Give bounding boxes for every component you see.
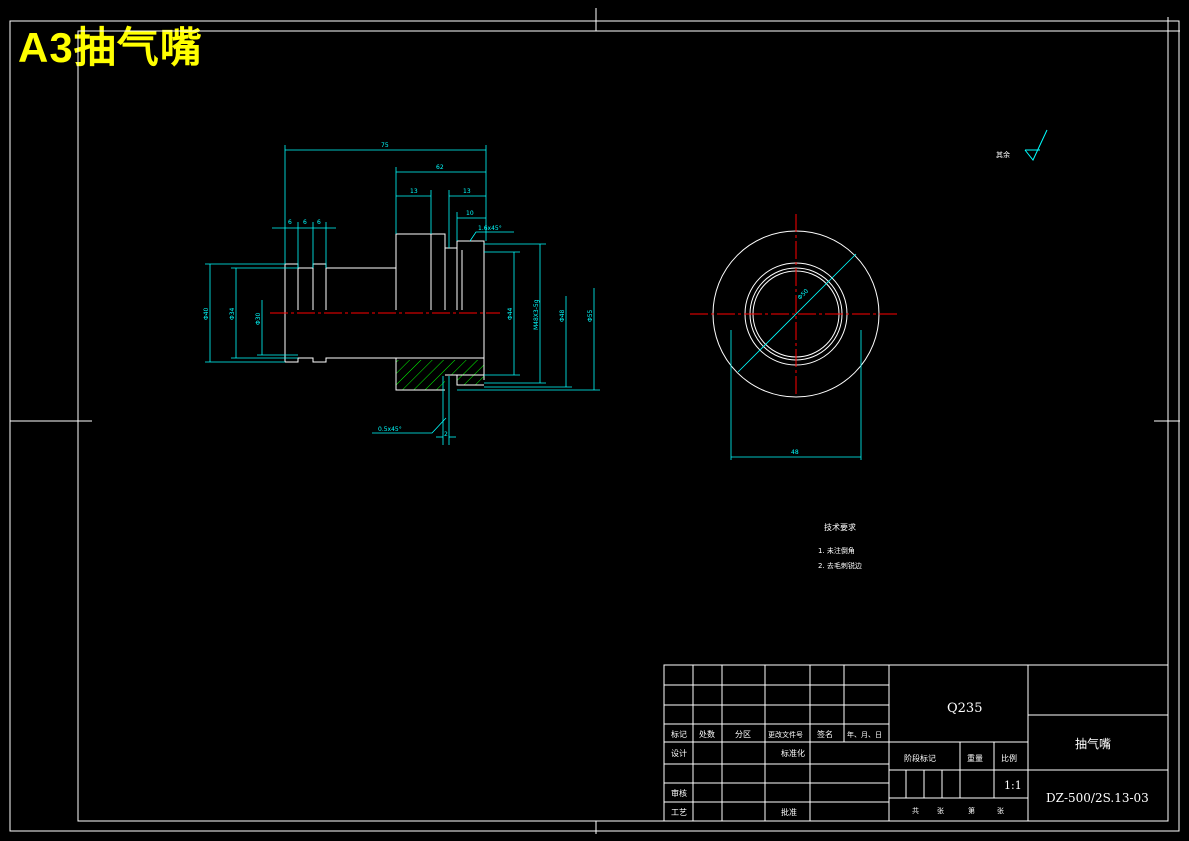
- tb-material: Q235: [947, 701, 982, 716]
- dim-phi55: Φ55: [587, 309, 594, 322]
- dim-thread: M48X3-5g: [533, 299, 540, 330]
- tb-label-sign: 签名: [817, 729, 833, 739]
- dim-10: 10: [466, 210, 474, 217]
- dim-phi40: Φ40: [203, 307, 210, 320]
- dim-phi34: Φ34: [229, 307, 236, 320]
- tb-label-process: 工艺: [671, 808, 687, 817]
- dim-6-a: 6: [288, 219, 292, 226]
- sheet-frame: [9, 8, 1180, 834]
- tb-label-scale: 比例: [1001, 753, 1017, 763]
- tb-label-date: 年、月、日: [847, 730, 882, 739]
- part-side-view: Φ50 48: [690, 214, 898, 460]
- dim-phi30: Φ30: [255, 312, 262, 325]
- dim-75: 75: [381, 142, 389, 149]
- dim-phi48: Φ48: [559, 309, 566, 322]
- tb-label-count: 处数: [699, 729, 715, 739]
- part-front-view: [270, 233, 500, 391]
- drawing-title-overlay: A3抽气嘴: [18, 24, 203, 71]
- tech-note-item: 1. 未注倒角: [818, 546, 855, 555]
- tb-label-no: 第: [968, 806, 975, 815]
- tb-label-design: 设计: [671, 748, 687, 758]
- roughness-check-icon: [1024, 129, 1048, 161]
- technical-requirements: 技术要求 1. 未注倒角 2. 去毛刺锐边: [818, 522, 862, 570]
- tb-label-sheet: 张: [997, 806, 1004, 815]
- tb-drawing-number: DZ-500/2S.13-03: [1046, 791, 1149, 805]
- dim-2: 2: [444, 431, 448, 438]
- dim-chamfer-top: 1.6x45°: [478, 225, 502, 232]
- tb-label-approve: 批准: [781, 807, 797, 817]
- tb-label-weight: 重量: [967, 753, 983, 763]
- tech-notes-heading: 技术要求: [824, 522, 856, 532]
- dim-chamfer-bottom: 0.5x45°: [378, 426, 402, 433]
- tb-label-stage: 阶段标记: [904, 753, 936, 763]
- surface-roughness-symbol: 其余: [996, 129, 1048, 161]
- front-view-dimensions: [205, 145, 600, 445]
- tb-label-total: 共: [912, 806, 919, 815]
- tb-label-zone: 分区: [735, 730, 751, 739]
- tb-label-review: 审核: [671, 788, 687, 798]
- dim-62: 62: [436, 164, 444, 171]
- tb-scale-value: 1:1: [1004, 779, 1022, 792]
- title-block: 标记 处数 分区 更改文件号 签名 年、月、日 设计 标准化 审核 工艺 批准 …: [663, 664, 1169, 822]
- tech-note-item: 2. 去毛刺锐边: [818, 561, 862, 570]
- dim-13-right: 13: [463, 188, 471, 195]
- roughness-label: 其余: [996, 150, 1010, 159]
- dim-6-b: 6: [303, 219, 307, 226]
- tb-label-sheets: 张: [937, 806, 944, 815]
- dim-phi44: Φ44: [507, 307, 514, 320]
- dim-13-left: 13: [410, 188, 418, 195]
- tb-label-standard: 标准化: [781, 748, 805, 758]
- dim-side-48: 48: [791, 449, 799, 456]
- section-hatch: [396, 360, 484, 390]
- tb-label-mark: 标记: [671, 729, 687, 739]
- front-view-dimension-text: 75 62 13 13 10 6 6 6 1.6x45° 0.5x45° 2 Φ…: [203, 142, 594, 438]
- tb-part-name: 抽气嘴: [1075, 736, 1111, 751]
- dim-side-phi: Φ50: [796, 288, 810, 302]
- tb-label-change-doc: 更改文件号: [768, 730, 803, 739]
- dim-6-c: 6: [317, 219, 321, 226]
